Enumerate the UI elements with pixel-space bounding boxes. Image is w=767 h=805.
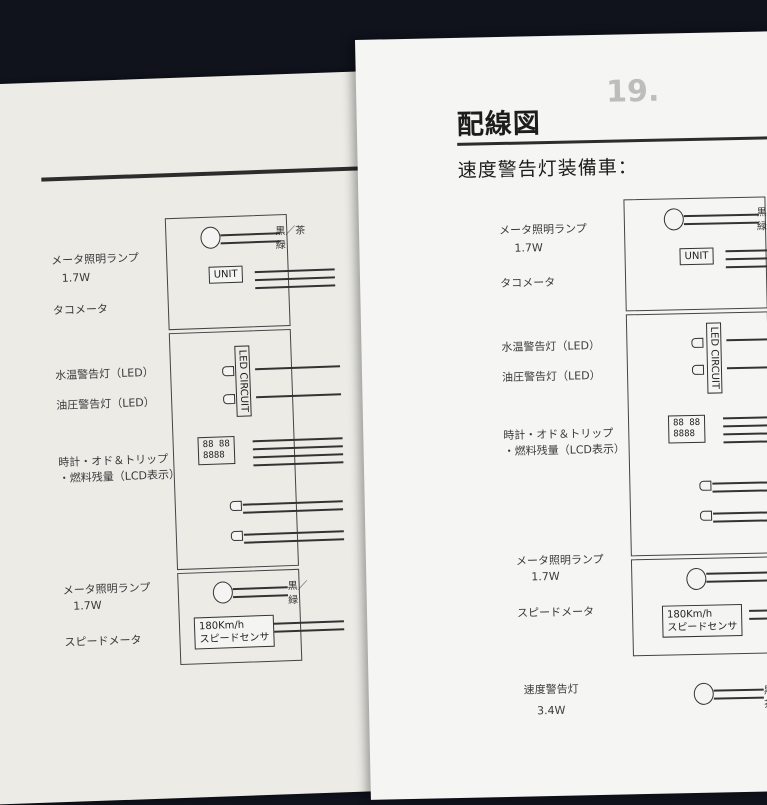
right-label-oil-pressure: 油圧警告灯（LED）	[501, 368, 601, 384]
left-led-circuit: LED CIRCUIT	[234, 345, 252, 417]
right-label-meter-lamp-2: メータ照明ランプ	[515, 552, 604, 568]
left-lcd-line-2: 8888	[202, 450, 225, 462]
left-label-oil-pressure: 油圧警告灯（LED）	[56, 395, 155, 413]
page-title: 配線図	[456, 108, 542, 141]
right-wire	[749, 608, 767, 612]
right-wire-color-top: 黒／	[756, 207, 767, 219]
right-lcd-display: 88 88 8888	[667, 414, 706, 444]
right-label-speedometer: スピードメータ	[516, 605, 595, 620]
right-label-meter-lamp-2-watt: 1.7W	[531, 569, 560, 584]
left-page: メータ照明ランプ 1.7W タコメータ 水温警告灯（LED） 油圧警告灯（LED…	[0, 70, 415, 805]
right-wire	[713, 696, 764, 700]
right-label-speed-warning: 速度警告灯	[523, 682, 579, 697]
left-led-icon-2	[222, 393, 236, 405]
left-label-speedometer: スピードメータ	[64, 633, 142, 650]
left-label-meter-lamp-2: メータ照明ランプ	[62, 581, 151, 598]
right-led-icon-4	[699, 510, 713, 521]
right-label-water-temp: 水温警告灯（LED）	[501, 338, 601, 354]
left-led-icon-1	[221, 365, 235, 377]
right-label-speed-warning-watt: 3.4W	[536, 703, 566, 718]
right-label-meter-lamp-1: メータ照明ランプ	[498, 222, 587, 238]
right-speed-sensor-box: 180Km/h スピードセンサ	[661, 604, 743, 638]
right-unit-box: UNIT	[679, 247, 714, 266]
right-led-icon-1	[691, 337, 704, 349]
right-lcd-line-2: 8888	[673, 428, 696, 440]
right-wire-color-top-2: 緑	[756, 221, 767, 233]
left-header-rule	[41, 166, 372, 182]
right-label-clock-2: ・燃料残量（LCD表示）	[503, 442, 626, 458]
right-lcd-line-1: 88 88	[672, 417, 701, 429]
left-led-icon-3	[229, 500, 243, 512]
left-wire-color-bottom-2: 緑	[287, 594, 299, 607]
left-speed-sensor-box: 180Km/h スピードセンサ	[193, 614, 275, 650]
left-wire-color-top: 黒／茶	[275, 225, 306, 238]
right-label-tachometer: タコメータ	[499, 275, 556, 291]
left-led-icon-4	[230, 530, 244, 542]
left-lcd-display: 88 88 8888	[197, 435, 236, 466]
right-wire-color-bottom: 黒	[763, 685, 767, 697]
left-label-meter-lamp-1: メータ照明ランプ	[50, 251, 140, 268]
right-led-icon-3	[699, 480, 712, 491]
left-unit-box: UNIT	[208, 265, 243, 284]
left-lcd-line-1: 88 88	[202, 439, 230, 451]
ghost-section-number: 19.	[605, 73, 660, 110]
right-bulb-icon-3	[693, 682, 714, 706]
right-speed-sensor-2: スピードセンサ	[667, 621, 738, 634]
left-speed-sensor-2: スピードセンサ	[199, 631, 270, 646]
left-wire-color-top-2: 緑	[275, 240, 286, 252]
right-page: 19. 配線図 速度警告灯装備車： メータ照明ランプ 1.7W タコメータ 水温…	[355, 30, 767, 800]
right-led-icon-2	[691, 364, 705, 376]
left-label-meter-lamp-2-watt: 1.7W	[73, 598, 102, 613]
left-label-clock-2: ・燃料残量（LCD表示）	[58, 467, 181, 486]
right-led-circuit: LED CIRCUIT	[705, 322, 723, 394]
right-label-meter-lamp-1-watt: 1.7W	[514, 241, 543, 255]
right-wire	[713, 688, 764, 692]
left-label-water-temp: 水温警告灯（LED）	[54, 365, 154, 383]
left-label-tachometer: タコメータ	[52, 302, 109, 318]
left-label-meter-lamp-1-watt: 1.7W	[61, 270, 91, 285]
page-subtitle: 速度警告灯装備車：	[457, 156, 638, 182]
right-wire	[749, 616, 767, 620]
